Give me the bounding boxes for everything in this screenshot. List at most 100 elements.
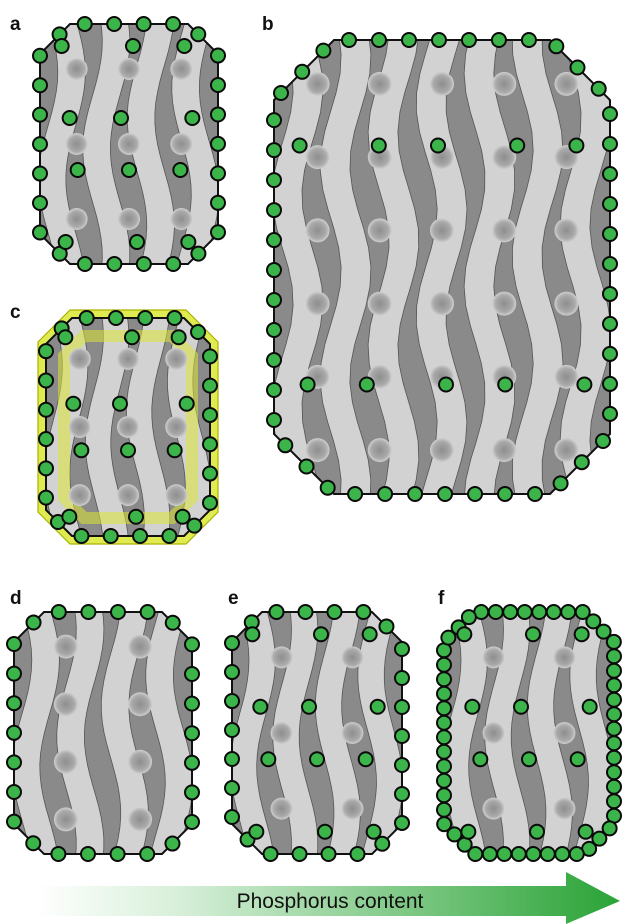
pore bbox=[306, 218, 330, 242]
surface-particle bbox=[7, 785, 21, 799]
surface-particle bbox=[607, 780, 621, 794]
surface-particle bbox=[408, 487, 422, 501]
surface-particle bbox=[437, 745, 451, 759]
pore bbox=[165, 484, 187, 506]
pore bbox=[483, 722, 505, 744]
surface-particle bbox=[185, 815, 199, 829]
surface-particle bbox=[185, 756, 199, 770]
surface-particle bbox=[166, 257, 180, 271]
surface-particle bbox=[26, 836, 40, 850]
surface-particle bbox=[437, 774, 451, 788]
surface-particle bbox=[327, 605, 341, 619]
surface-particle bbox=[225, 636, 239, 650]
surface-particle bbox=[39, 373, 53, 387]
surface-particle bbox=[437, 803, 451, 817]
surface-particle bbox=[74, 529, 88, 543]
surface-particle bbox=[395, 787, 409, 801]
surface-particle bbox=[7, 755, 21, 769]
pore bbox=[128, 807, 152, 831]
surface-particle bbox=[607, 794, 621, 808]
inner-particle bbox=[465, 700, 479, 714]
panel-label-e: e bbox=[228, 588, 239, 609]
inner-particle bbox=[526, 627, 540, 641]
pore bbox=[430, 292, 454, 316]
inner-particle bbox=[125, 330, 139, 344]
inner-particle bbox=[59, 235, 73, 249]
surface-particle bbox=[298, 605, 312, 619]
inner-particle bbox=[122, 163, 136, 177]
surface-particle bbox=[432, 33, 446, 47]
inner-particle bbox=[62, 510, 76, 524]
inner-particle bbox=[359, 752, 373, 766]
surface-particle bbox=[592, 82, 606, 96]
inner-particle bbox=[318, 825, 332, 839]
surface-particle bbox=[33, 196, 47, 210]
surface-particle bbox=[437, 716, 451, 730]
pore bbox=[554, 292, 578, 316]
inner-particle bbox=[372, 139, 386, 153]
surface-particle bbox=[141, 605, 155, 619]
surface-particle bbox=[607, 664, 621, 678]
inner-particle bbox=[498, 378, 512, 392]
surface-particle bbox=[603, 227, 617, 241]
inner-particle bbox=[249, 825, 263, 839]
surface-particle bbox=[225, 781, 239, 795]
surface-particle bbox=[570, 847, 584, 861]
pore bbox=[554, 218, 578, 242]
surface-particle bbox=[33, 49, 47, 63]
inner-particle bbox=[172, 330, 186, 344]
inner-particle bbox=[168, 443, 182, 457]
surface-particle bbox=[603, 137, 617, 151]
panel-label-f: f bbox=[438, 588, 445, 609]
surface-particle bbox=[162, 529, 176, 543]
inner-particle bbox=[510, 139, 524, 153]
surface-particle bbox=[80, 311, 94, 325]
pore bbox=[492, 438, 516, 462]
surface-particle bbox=[372, 33, 386, 47]
surface-particle bbox=[607, 649, 621, 663]
surface-particle bbox=[137, 17, 151, 31]
inner-particle bbox=[293, 139, 307, 153]
pore bbox=[483, 798, 505, 820]
inner-particle bbox=[129, 510, 143, 524]
pore bbox=[271, 798, 293, 820]
inner-particle bbox=[461, 825, 475, 839]
surface-particle bbox=[267, 143, 281, 157]
pore bbox=[306, 145, 330, 169]
pore bbox=[492, 72, 516, 96]
pore bbox=[170, 133, 192, 155]
pore bbox=[128, 750, 152, 774]
surface-particle bbox=[211, 225, 225, 239]
surface-particle bbox=[437, 759, 451, 773]
surface-particle bbox=[322, 847, 336, 861]
surface-particle bbox=[39, 432, 53, 446]
pore bbox=[118, 58, 140, 80]
surface-particle bbox=[603, 257, 617, 271]
surface-particle bbox=[225, 752, 239, 766]
surface-particle bbox=[462, 610, 476, 624]
pore bbox=[69, 348, 91, 370]
inner-particle bbox=[173, 163, 187, 177]
inner-particle bbox=[121, 443, 135, 457]
pore bbox=[271, 722, 293, 744]
pore bbox=[430, 438, 454, 462]
surface-particle bbox=[402, 33, 416, 47]
surface-particle bbox=[437, 658, 451, 672]
surface-particle bbox=[225, 694, 239, 708]
surface-particle bbox=[316, 44, 330, 58]
pore bbox=[69, 484, 91, 506]
pore bbox=[66, 208, 88, 230]
surface-particle bbox=[33, 137, 47, 151]
surface-particle bbox=[607, 678, 621, 692]
surface-particle bbox=[211, 166, 225, 180]
surface-particle bbox=[39, 491, 53, 505]
surface-particle bbox=[498, 487, 512, 501]
surface-particle bbox=[185, 785, 199, 799]
pore bbox=[165, 348, 187, 370]
surface-particle bbox=[437, 687, 451, 701]
surface-particle bbox=[185, 697, 199, 711]
surface-particle bbox=[138, 311, 152, 325]
surface-particle bbox=[295, 65, 309, 79]
pore bbox=[271, 646, 293, 668]
surface-particle bbox=[111, 605, 125, 619]
